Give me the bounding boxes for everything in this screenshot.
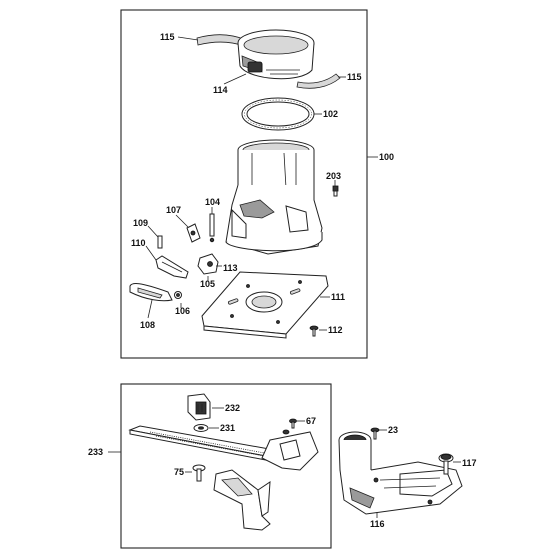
part-67-screw [282,418,297,435]
part-75-bolt [192,464,206,482]
label-106[interactable]: 106 [175,306,190,316]
part-23-screw [370,427,380,440]
part-edge-guide-fence [213,431,319,531]
part-108-clamp [129,283,173,302]
leader-107 [175,214,189,228]
leader-108 [147,299,153,319]
label-117[interactable]: 117 [462,458,477,468]
part-117-thumb-screw [438,453,454,475]
part-115-right-band [296,73,341,89]
label-232[interactable]: 232 [225,403,240,413]
part-112-screw [309,325,319,337]
label-231[interactable]: 231 [220,423,235,433]
label-233[interactable]: 233 [88,447,103,457]
leader-114 [223,73,247,85]
label-105[interactable]: 105 [200,279,215,289]
part-116-dust-shroud [338,431,463,515]
part-106-nut [174,291,182,299]
part-231-washer [193,424,209,432]
part-111-base-plate [201,271,329,339]
main-assembly-group: 100 115 114 115 102 [120,9,394,359]
part-104-pin [209,213,215,243]
label-102[interactable]: 102 [323,109,338,119]
part-114-ring-collar [237,29,315,80]
label-112[interactable]: 112 [328,325,343,335]
label-23[interactable]: 23 [388,425,398,435]
leader-110 [145,245,157,261]
label-100[interactable]: 100 [379,152,394,162]
label-75[interactable]: 75 [174,467,184,477]
main-assembly-frame [120,9,368,359]
edge-guide-group: 233 232 231 [88,383,332,549]
part-113-bracket [197,253,219,275]
part-232-knob [187,393,211,421]
label-107[interactable]: 107 [166,205,181,215]
part-109-pin [157,235,163,249]
label-108[interactable]: 108 [140,320,155,330]
label-109[interactable]: 109 [133,218,148,228]
label-111[interactable]: 111 [331,292,345,302]
part-102-ring [241,97,315,131]
edge-guide-frame [120,383,332,549]
label-114[interactable]: 114 [213,85,228,95]
part-110-lever [155,255,189,279]
leader-115-left [177,36,199,41]
part-203-screw [332,185,339,197]
label-115-left[interactable]: 115 [160,32,175,42]
part-router-base-housing [225,139,323,255]
label-67[interactable]: 67 [306,416,316,426]
label-113[interactable]: 113 [223,263,238,273]
label-116[interactable]: 116 [370,519,385,529]
leader-109 [147,225,159,238]
part-107-latch [186,223,201,243]
label-110[interactable]: 110 [131,238,146,248]
label-115-right[interactable]: 115 [347,72,362,82]
label-203[interactable]: 203 [326,171,341,181]
label-104[interactable]: 104 [205,197,220,207]
